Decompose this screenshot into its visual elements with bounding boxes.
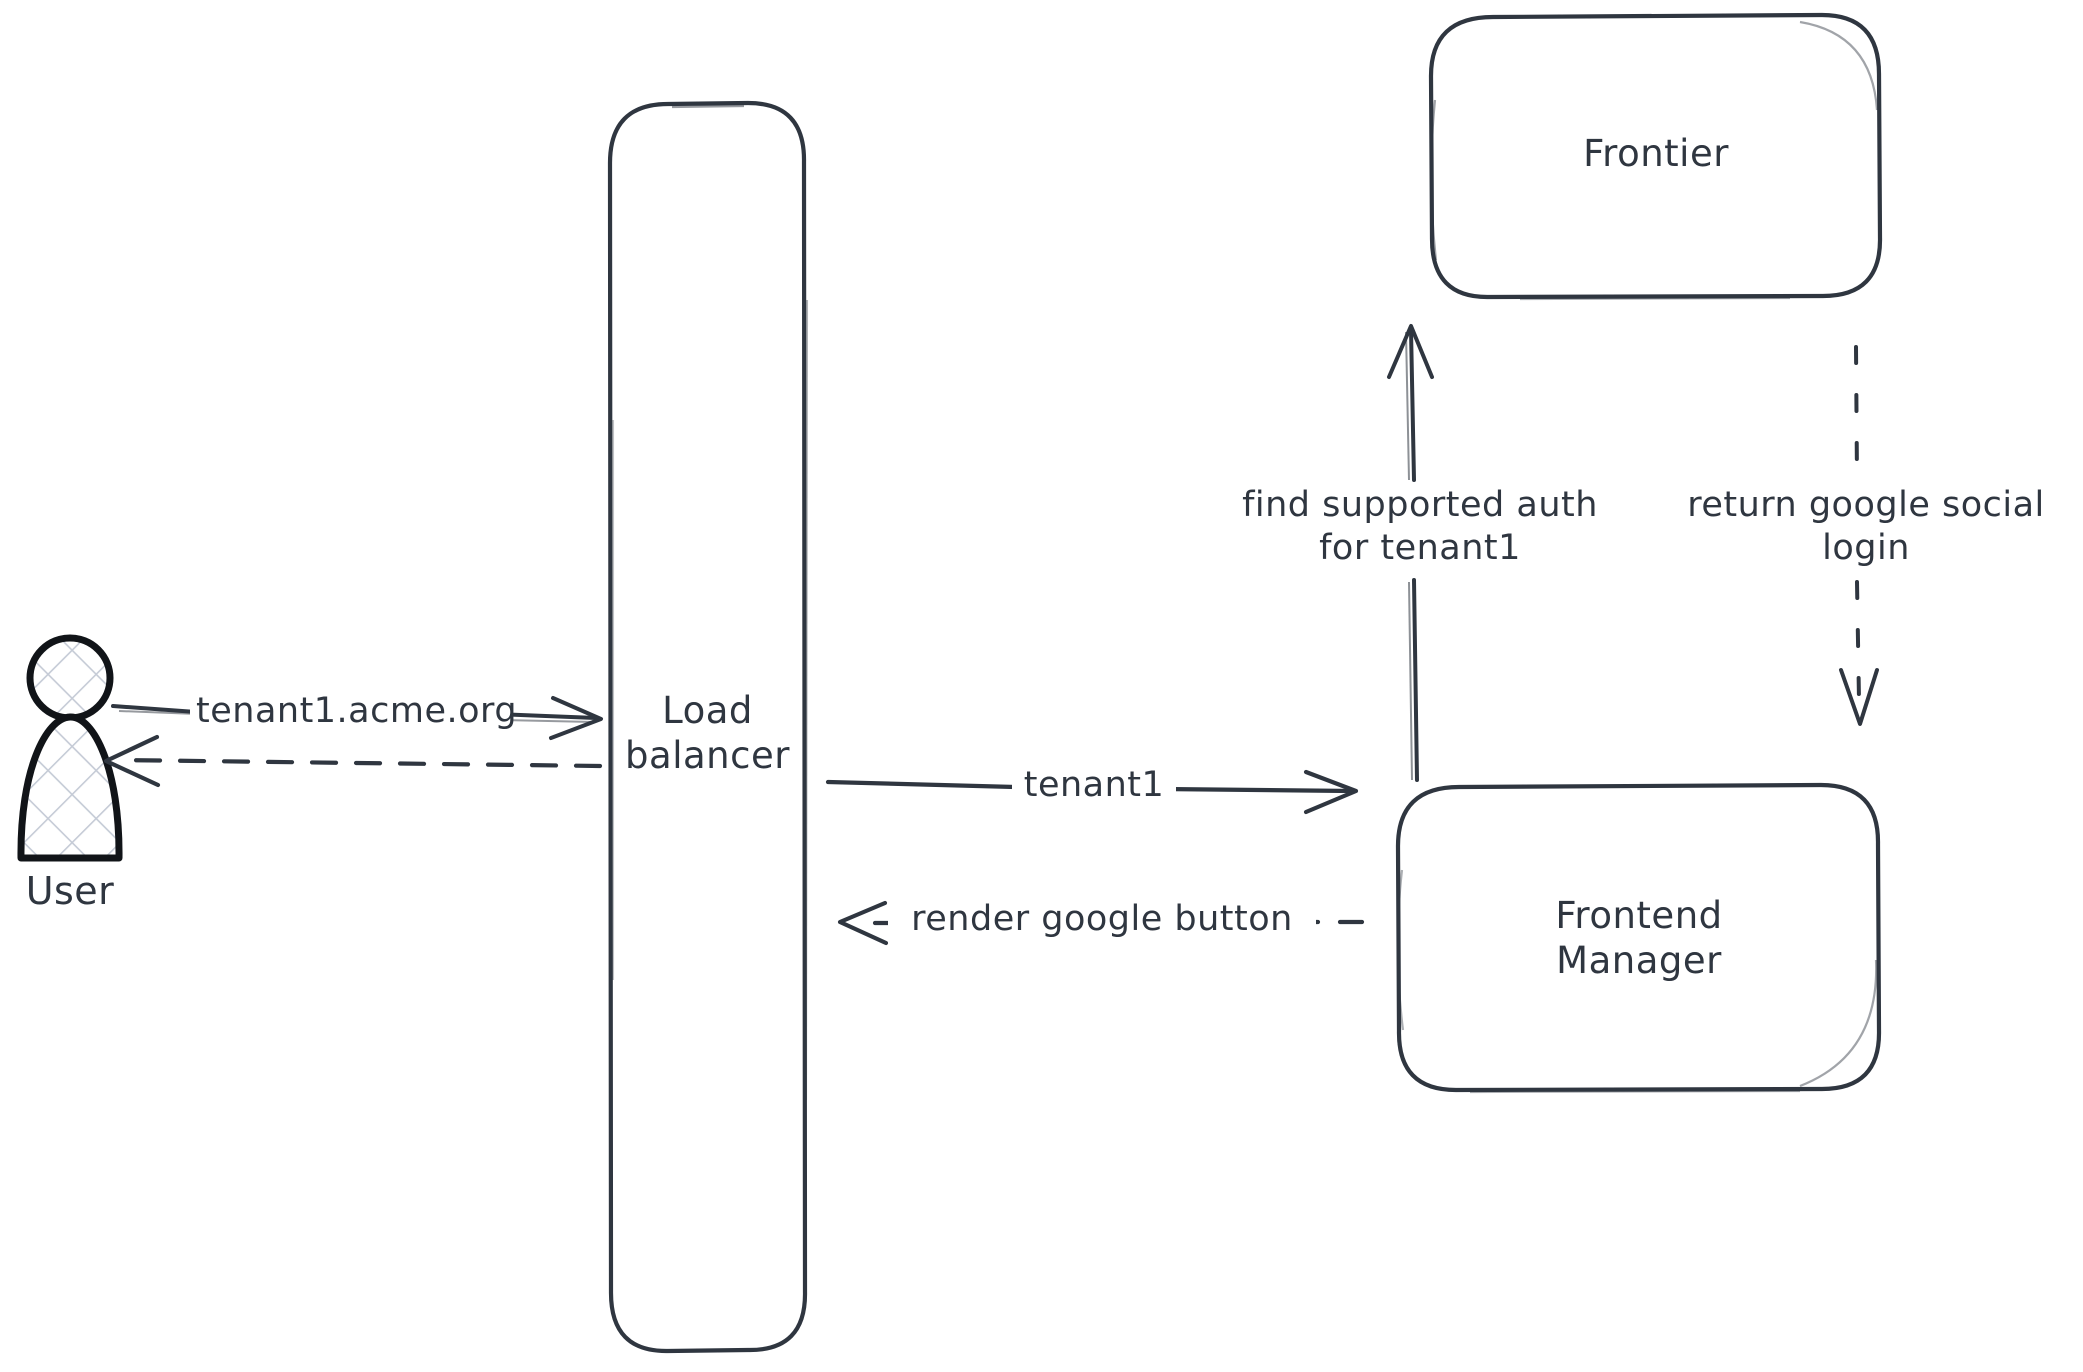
edge-frontend-manager-to-load-balancer-arrow	[837, 900, 1365, 946]
edge-frontend-manager-to-frontier-arrow	[1387, 324, 1434, 782]
load-balancer-shape[interactable]	[607, 100, 809, 1354]
edge-load-balancer-to-user-arrow	[103, 734, 603, 788]
edge-frontier-to-frontend-manager-arrow	[1839, 345, 1879, 726]
edge-user-to-load-balancer-arrow	[111, 696, 603, 740]
edge-load-balancer-to-frontend-manager-arrow	[825, 769, 1359, 815]
frontier-shape[interactable]	[1428, 12, 1883, 301]
person-icon	[17, 634, 123, 862]
frontend-manager-shape[interactable]	[1395, 782, 1882, 1094]
